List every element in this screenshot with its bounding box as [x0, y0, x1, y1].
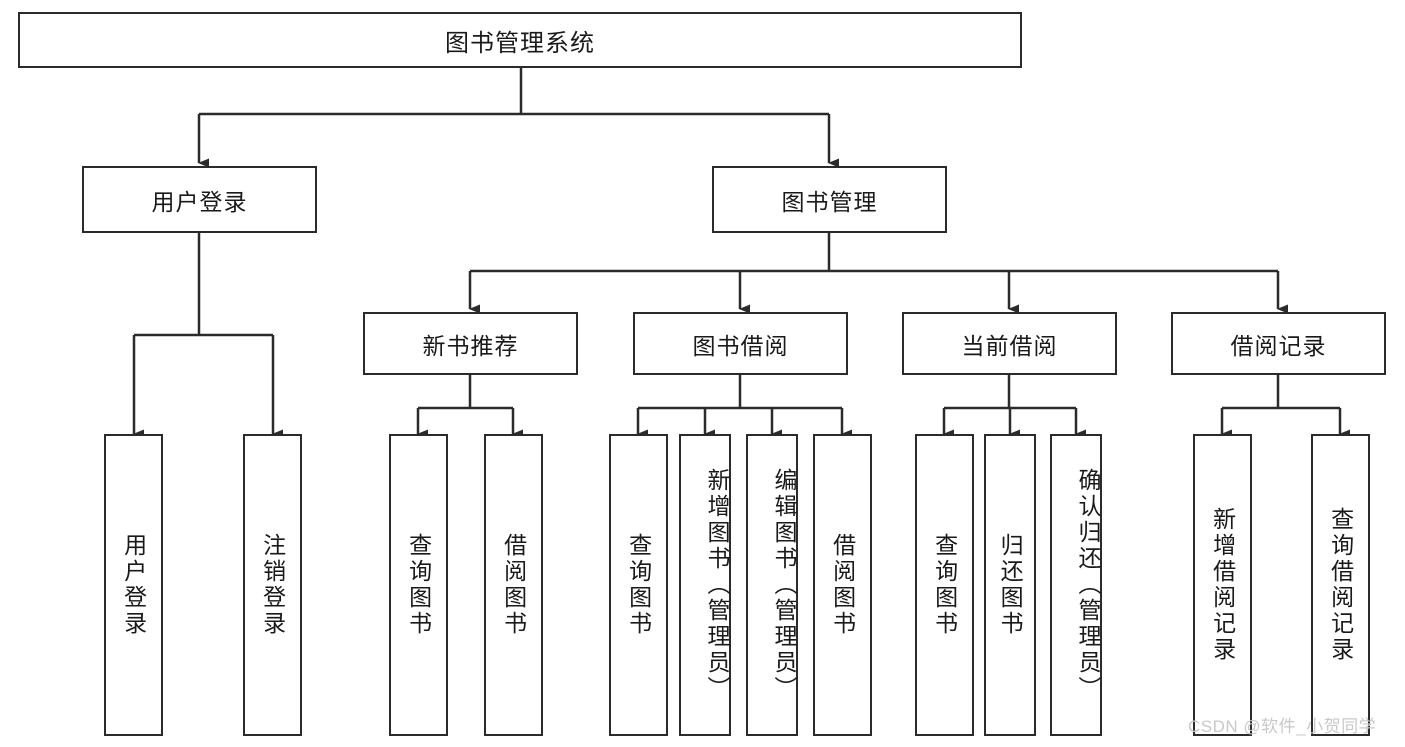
node-borrow-record[interactable]: 借阅记录: [1171, 312, 1386, 375]
node-new-book-recommend[interactable]: 新书推荐: [363, 312, 578, 375]
node-user-login[interactable]: 用户登录: [82, 166, 317, 233]
leaf-current-borrow-query[interactable]: 查询图书: [915, 434, 974, 736]
leaf-new-book-query[interactable]: 查询图书: [389, 434, 448, 736]
node-root[interactable]: 图书管理系统: [18, 12, 1022, 68]
leaf-user-login-login[interactable]: 用户登录: [104, 434, 163, 736]
node-current-borrow[interactable]: 当前借阅: [902, 312, 1117, 375]
leaf-book-borrow-add[interactable]: 新增图书（管理员）: [679, 434, 731, 736]
node-book-manage[interactable]: 图书管理: [712, 166, 947, 233]
leaf-borrow-record-query[interactable]: 查询借阅记录: [1311, 434, 1370, 736]
leaf-book-borrow-query[interactable]: 查询图书: [609, 434, 668, 736]
node-book-borrow[interactable]: 图书借阅: [633, 312, 848, 375]
csdn-watermark: CSDN @软件_小贺同学: [1188, 717, 1377, 736]
leaf-book-borrow-lend[interactable]: 借阅图书: [813, 434, 872, 736]
leaf-new-book-borrow[interactable]: 借阅图书: [484, 434, 543, 736]
leaf-borrow-record-add[interactable]: 新增借阅记录: [1193, 434, 1252, 736]
leaf-book-borrow-edit[interactable]: 编辑图书（管理员）: [746, 434, 798, 736]
leaf-current-borrow-return[interactable]: 归还图书: [984, 434, 1036, 736]
leaf-current-borrow-confirm-return[interactable]: 确认归还（管理员）: [1050, 434, 1102, 736]
leaf-user-login-logout[interactable]: 注销登录: [243, 434, 302, 736]
